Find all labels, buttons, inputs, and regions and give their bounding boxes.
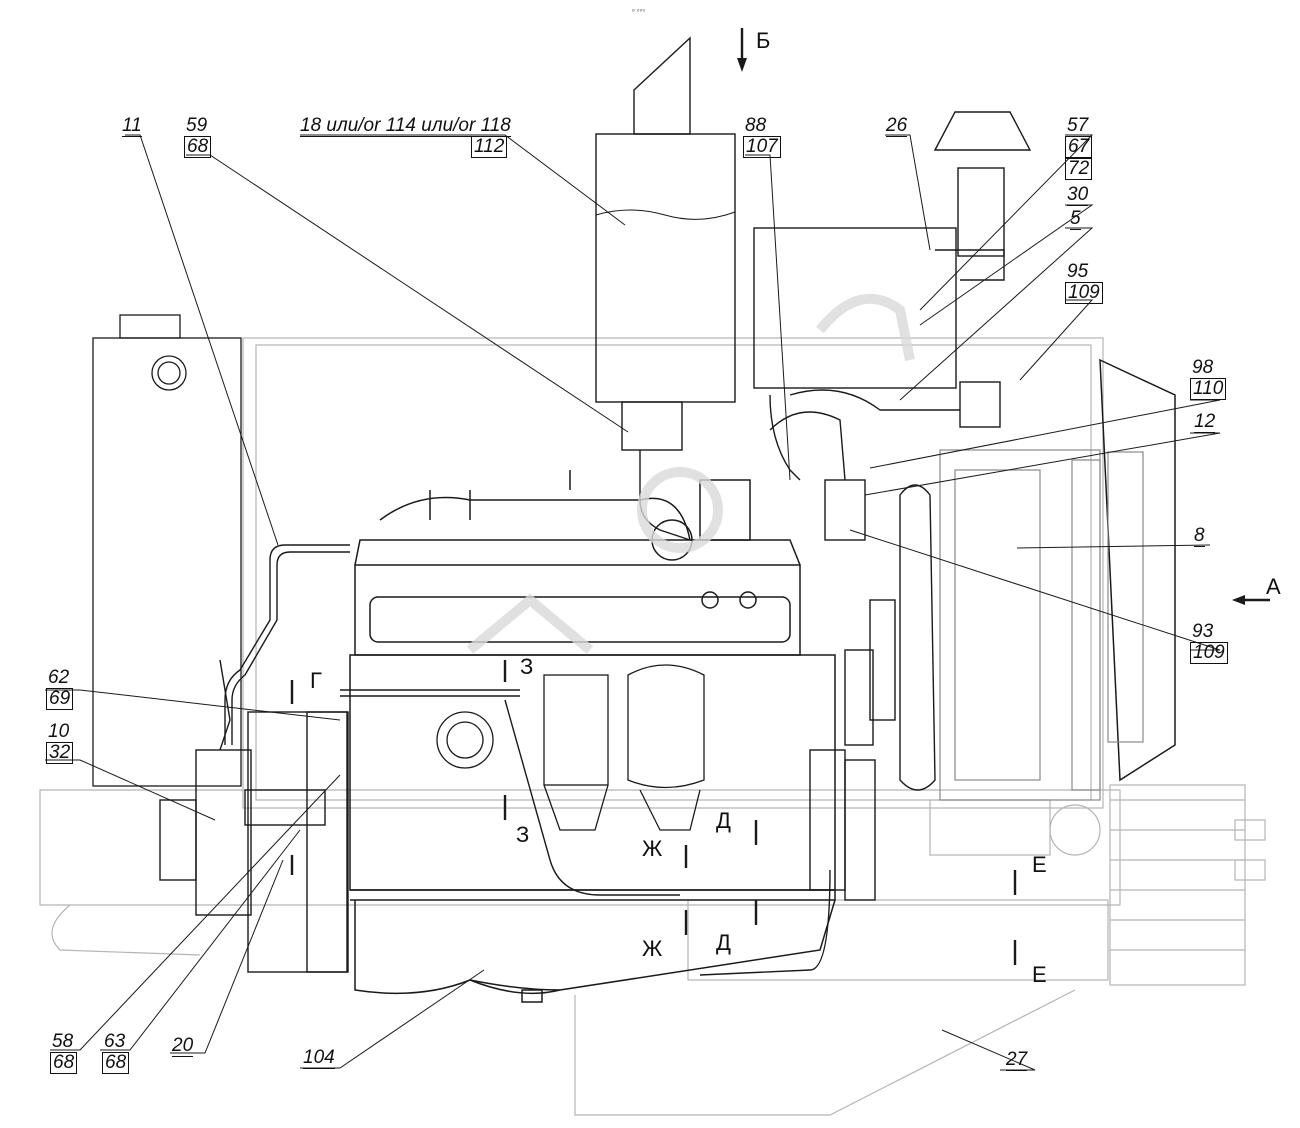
callout-26: 26 [886, 115, 908, 137]
callout-57-mid: 67 [1065, 136, 1093, 158]
callout-20: 20 [172, 1035, 194, 1057]
callout-11: 11 [122, 115, 142, 137]
section-d-bottom: Д [716, 930, 731, 955]
section-e-bottom: Е [1032, 962, 1047, 987]
air-cleaner [595, 36, 736, 541]
callout-95-upper: 95 [1067, 261, 1089, 283]
top-mark: ₒ ₀₀₀ [632, 6, 646, 13]
section-marks [290, 28, 1270, 965]
callout-8: 8 [1194, 525, 1205, 547]
callout-5: 5 [1070, 208, 1081, 230]
section-a: А [1266, 574, 1281, 599]
callout-57-upper: 57 [1067, 115, 1089, 137]
section-g: Г [310, 668, 322, 693]
flywheel-housing [159, 659, 349, 973]
callout-98-lower: 110 [1190, 378, 1227, 400]
callout-62-lower: 69 [46, 688, 74, 710]
fuel-tank [92, 314, 242, 787]
callout-18-lower: 112 [471, 136, 508, 158]
callout-59-lower: 68 [184, 136, 212, 158]
callout-63-lower: 68 [102, 1052, 130, 1074]
callout-104: 104 [303, 1047, 335, 1069]
background-frame [39, 337, 1266, 1116]
callout-62-upper: 62 [48, 667, 70, 689]
callout-95-lower: 109 [1065, 282, 1103, 304]
section-b: Б [756, 28, 771, 53]
callout-93-lower: 109 [1190, 642, 1228, 664]
leader-lines [45, 134, 1221, 1071]
section-d-top: Д [716, 808, 731, 833]
intake-assembly [753, 111, 1032, 541]
callout-58-upper: 58 [52, 1031, 74, 1053]
fan-assembly [809, 484, 936, 901]
callout-59-upper: 59 [186, 115, 208, 137]
callout-63-upper: 63 [104, 1031, 126, 1053]
pipes [224, 544, 831, 976]
callout-57-lower: 72 [1065, 158, 1093, 180]
callout-93-upper: 93 [1192, 621, 1214, 643]
callout-18-upper: 18 или/or 114 или/or 118 [300, 115, 511, 137]
oil-filters [436, 664, 705, 831]
section-e-top: Е [1032, 852, 1047, 877]
callout-12: 12 [1194, 411, 1216, 433]
radiator [939, 358, 1176, 801]
callout-88-upper: 88 [745, 115, 767, 137]
callout-10-lower: 32 [46, 742, 74, 764]
callout-30: 30 [1067, 184, 1089, 206]
callout-27: 27 [1006, 1049, 1028, 1071]
section-zh-top: Ж [642, 836, 663, 861]
section-z-bottom: З [516, 822, 530, 847]
section-z-top: З [520, 654, 534, 679]
callout-98-upper: 98 [1192, 357, 1214, 379]
callout-88-lower: 107 [743, 136, 781, 158]
watermark [466, 293, 915, 654]
callout-10-upper: 10 [48, 721, 70, 743]
engine-block [349, 470, 836, 1003]
callout-58-lower: 68 [50, 1052, 78, 1074]
section-zh-bottom: Ж [642, 936, 663, 961]
